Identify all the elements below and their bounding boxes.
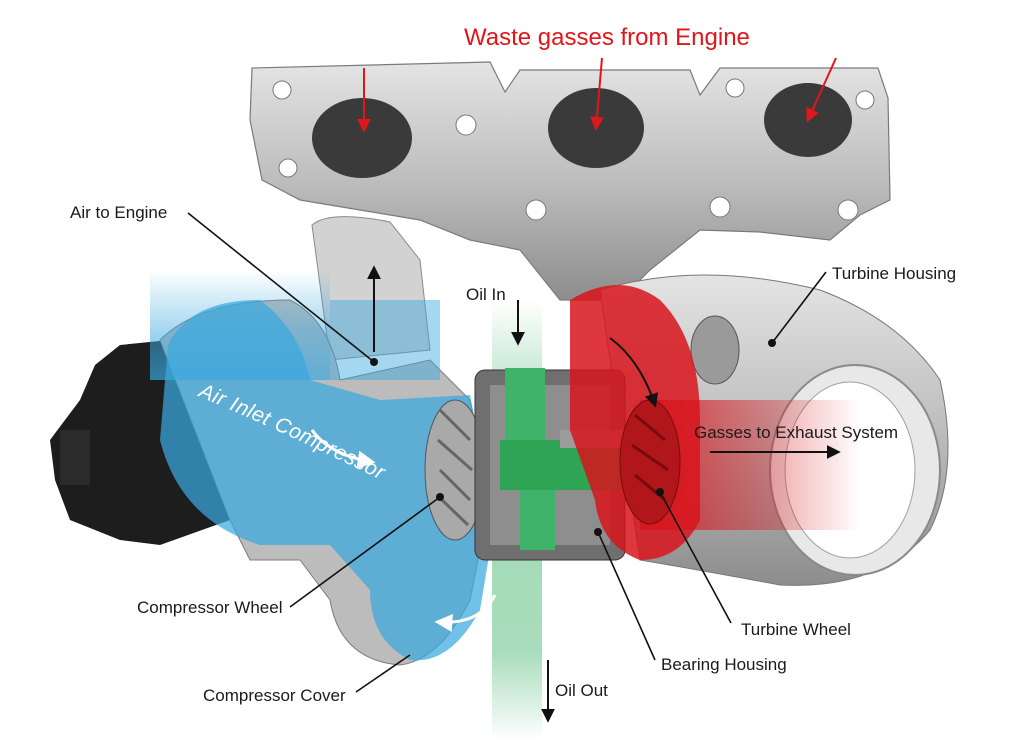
- air-outlet-pipe: [311, 216, 431, 361]
- turbine-wheel: [619, 399, 681, 525]
- label-oil-in: Oil In: [466, 285, 506, 304]
- leader-compressor-cover: [355, 654, 411, 693]
- compressor-wheel: [424, 399, 486, 541]
- wastegate-rod: [690, 315, 740, 385]
- label-compressor-cover: Compressor Cover: [203, 686, 346, 705]
- inlet-flow-arrow: [310, 429, 376, 469]
- leader-air-to-engine: [187, 212, 375, 363]
- turbine-flow-arrow: [609, 337, 659, 408]
- leader-lines: [187, 212, 827, 693]
- waste-gas-arrow-3: [806, 57, 837, 123]
- leader-dots: [370, 339, 776, 536]
- waste-gas-arrow-2: [589, 57, 604, 131]
- label-turbine-housing: Turbine Housing: [832, 264, 957, 283]
- label-gasses-to-exhaust: Gasses to Exhaust System: [694, 423, 899, 442]
- leader-bearing-housing: [597, 531, 656, 661]
- compressor-return-arrow: [434, 594, 497, 632]
- leader-turbine-wheel: [659, 491, 732, 624]
- label-oil-out: Oil Out: [555, 681, 608, 700]
- leader-compressor-wheel: [289, 496, 441, 608]
- waste-gasses-title: Waste gasses from Engine: [464, 24, 750, 51]
- label-compressor-wheel: Compressor Wheel: [137, 598, 283, 617]
- label-bearing-housing: Bearing Housing: [661, 655, 787, 674]
- label-air-to-engine: Air to Engine: [70, 203, 168, 222]
- leader-turbine-housing: [771, 271, 827, 344]
- air-inlet-flow: [160, 300, 495, 661]
- label-turbine-wheel: Turbine Wheel: [741, 620, 851, 639]
